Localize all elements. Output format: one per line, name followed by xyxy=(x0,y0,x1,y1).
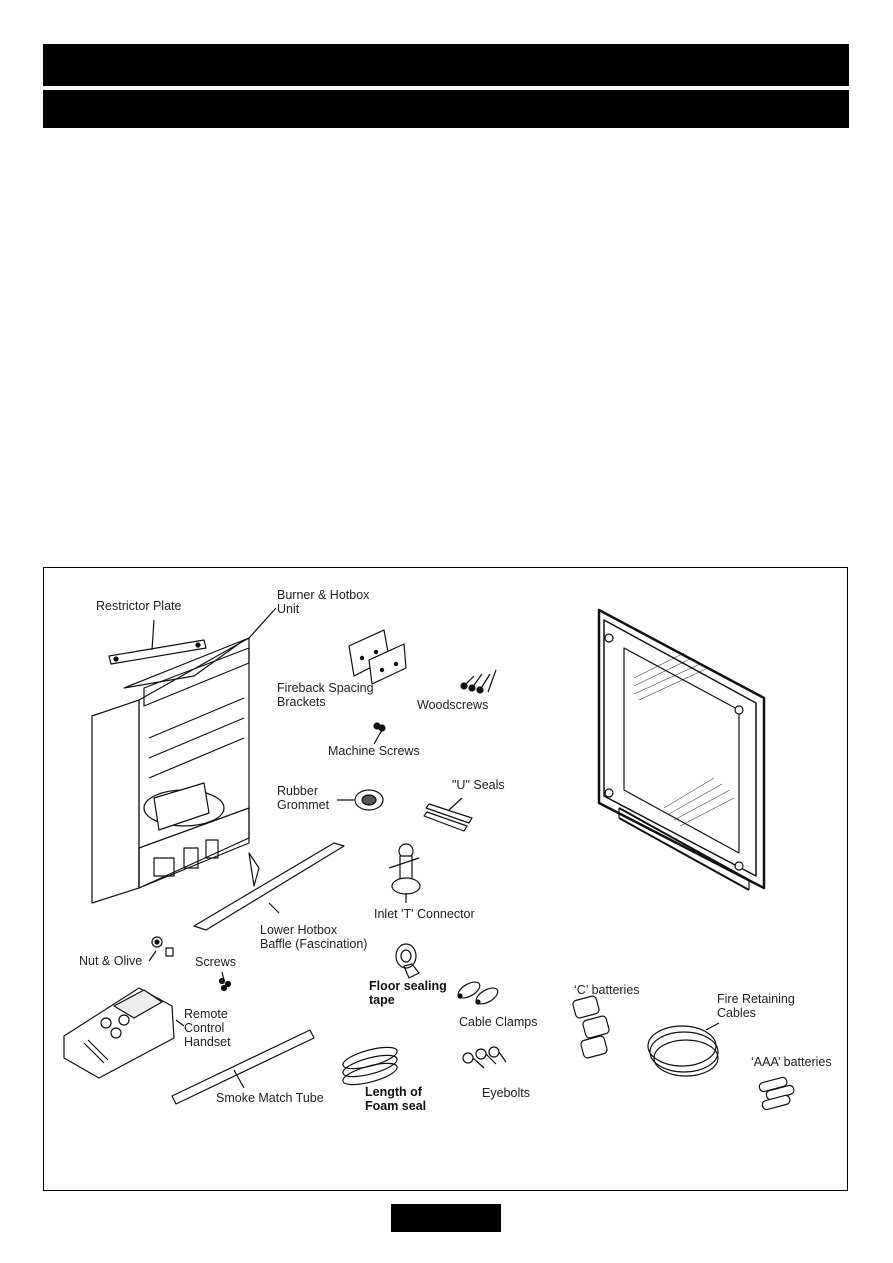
label-smoke-tube: Smoke Match Tube xyxy=(216,1091,324,1105)
restrictor-plate-drawing xyxy=(108,619,207,665)
remote-handset-drawing xyxy=(63,987,185,1079)
header-bar-sub xyxy=(43,90,849,128)
screws-drawing xyxy=(218,971,232,992)
label-woodscrews: Woodscrews xyxy=(417,698,489,712)
glass-panel-drawing xyxy=(597,608,766,891)
machine-screws-drawing xyxy=(373,722,386,745)
label-burner-hotbox: Burner & Hotbox Unit xyxy=(277,588,370,616)
label-eyebolts: Eyebolts xyxy=(482,1086,530,1100)
label-machine-screws: Machine Screws xyxy=(328,744,420,758)
label-fireback-brackets: Fireback Spacing Brackets xyxy=(277,681,374,709)
nut-olive-drawing xyxy=(148,936,174,962)
label-rubber-grommet: Rubber Grommet xyxy=(277,784,330,812)
label-fire-cables: Fire Retaining Cables xyxy=(717,992,795,1020)
label-foam-seal: Length of Foam seal xyxy=(365,1085,427,1113)
inlet-connector-drawing xyxy=(388,843,421,903)
label-remote-handset: Remote Control Handset xyxy=(184,1007,231,1049)
eyebolts-drawing xyxy=(462,1046,507,1069)
label-u-seals: "U" Seals xyxy=(452,778,505,792)
rubber-grommet-drawing xyxy=(337,789,384,811)
header-bar-top xyxy=(43,44,849,86)
label-c-batteries: ‘C’ batteries xyxy=(574,983,640,997)
foam-seal-drawing xyxy=(342,1046,398,1086)
label-inlet-connector: Inlet 'T' Connector xyxy=(374,907,475,921)
smoke-tube-drawing xyxy=(171,1029,315,1105)
lower-baffle-drawing xyxy=(193,842,345,931)
burner-hotbox-drawing xyxy=(91,607,277,904)
floor-tape-drawing xyxy=(395,943,420,979)
fireback-brackets-drawing xyxy=(348,629,407,685)
fire-cables-drawing xyxy=(647,1022,720,1077)
parts-diagram: Restrictor Plate Burner & Hotbox Unit Fi… xyxy=(43,567,848,1191)
label-floor-tape: Floor sealing tape xyxy=(369,979,447,1007)
woodscrews-drawing xyxy=(460,669,497,694)
label-aaa-batteries: ‘AAA’ batteries xyxy=(751,1055,832,1069)
label-lower-baffle: Lower Hotbox Baffle (Fascination) xyxy=(260,923,368,951)
aaa-batteries-drawing xyxy=(758,1076,795,1111)
label-screws: Screws xyxy=(195,955,236,969)
label-cable-clamps: Cable Clamps xyxy=(459,1015,538,1029)
u-seals-drawing xyxy=(423,797,473,832)
cable-clamps-drawing xyxy=(457,981,499,1005)
parts-illustration xyxy=(63,607,795,1111)
label-nut-olive: Nut & Olive xyxy=(79,954,143,968)
page-number-box xyxy=(391,1204,501,1232)
c-batteries-drawing xyxy=(572,995,610,1059)
label-restrictor-plate: Restrictor Plate xyxy=(96,599,182,613)
